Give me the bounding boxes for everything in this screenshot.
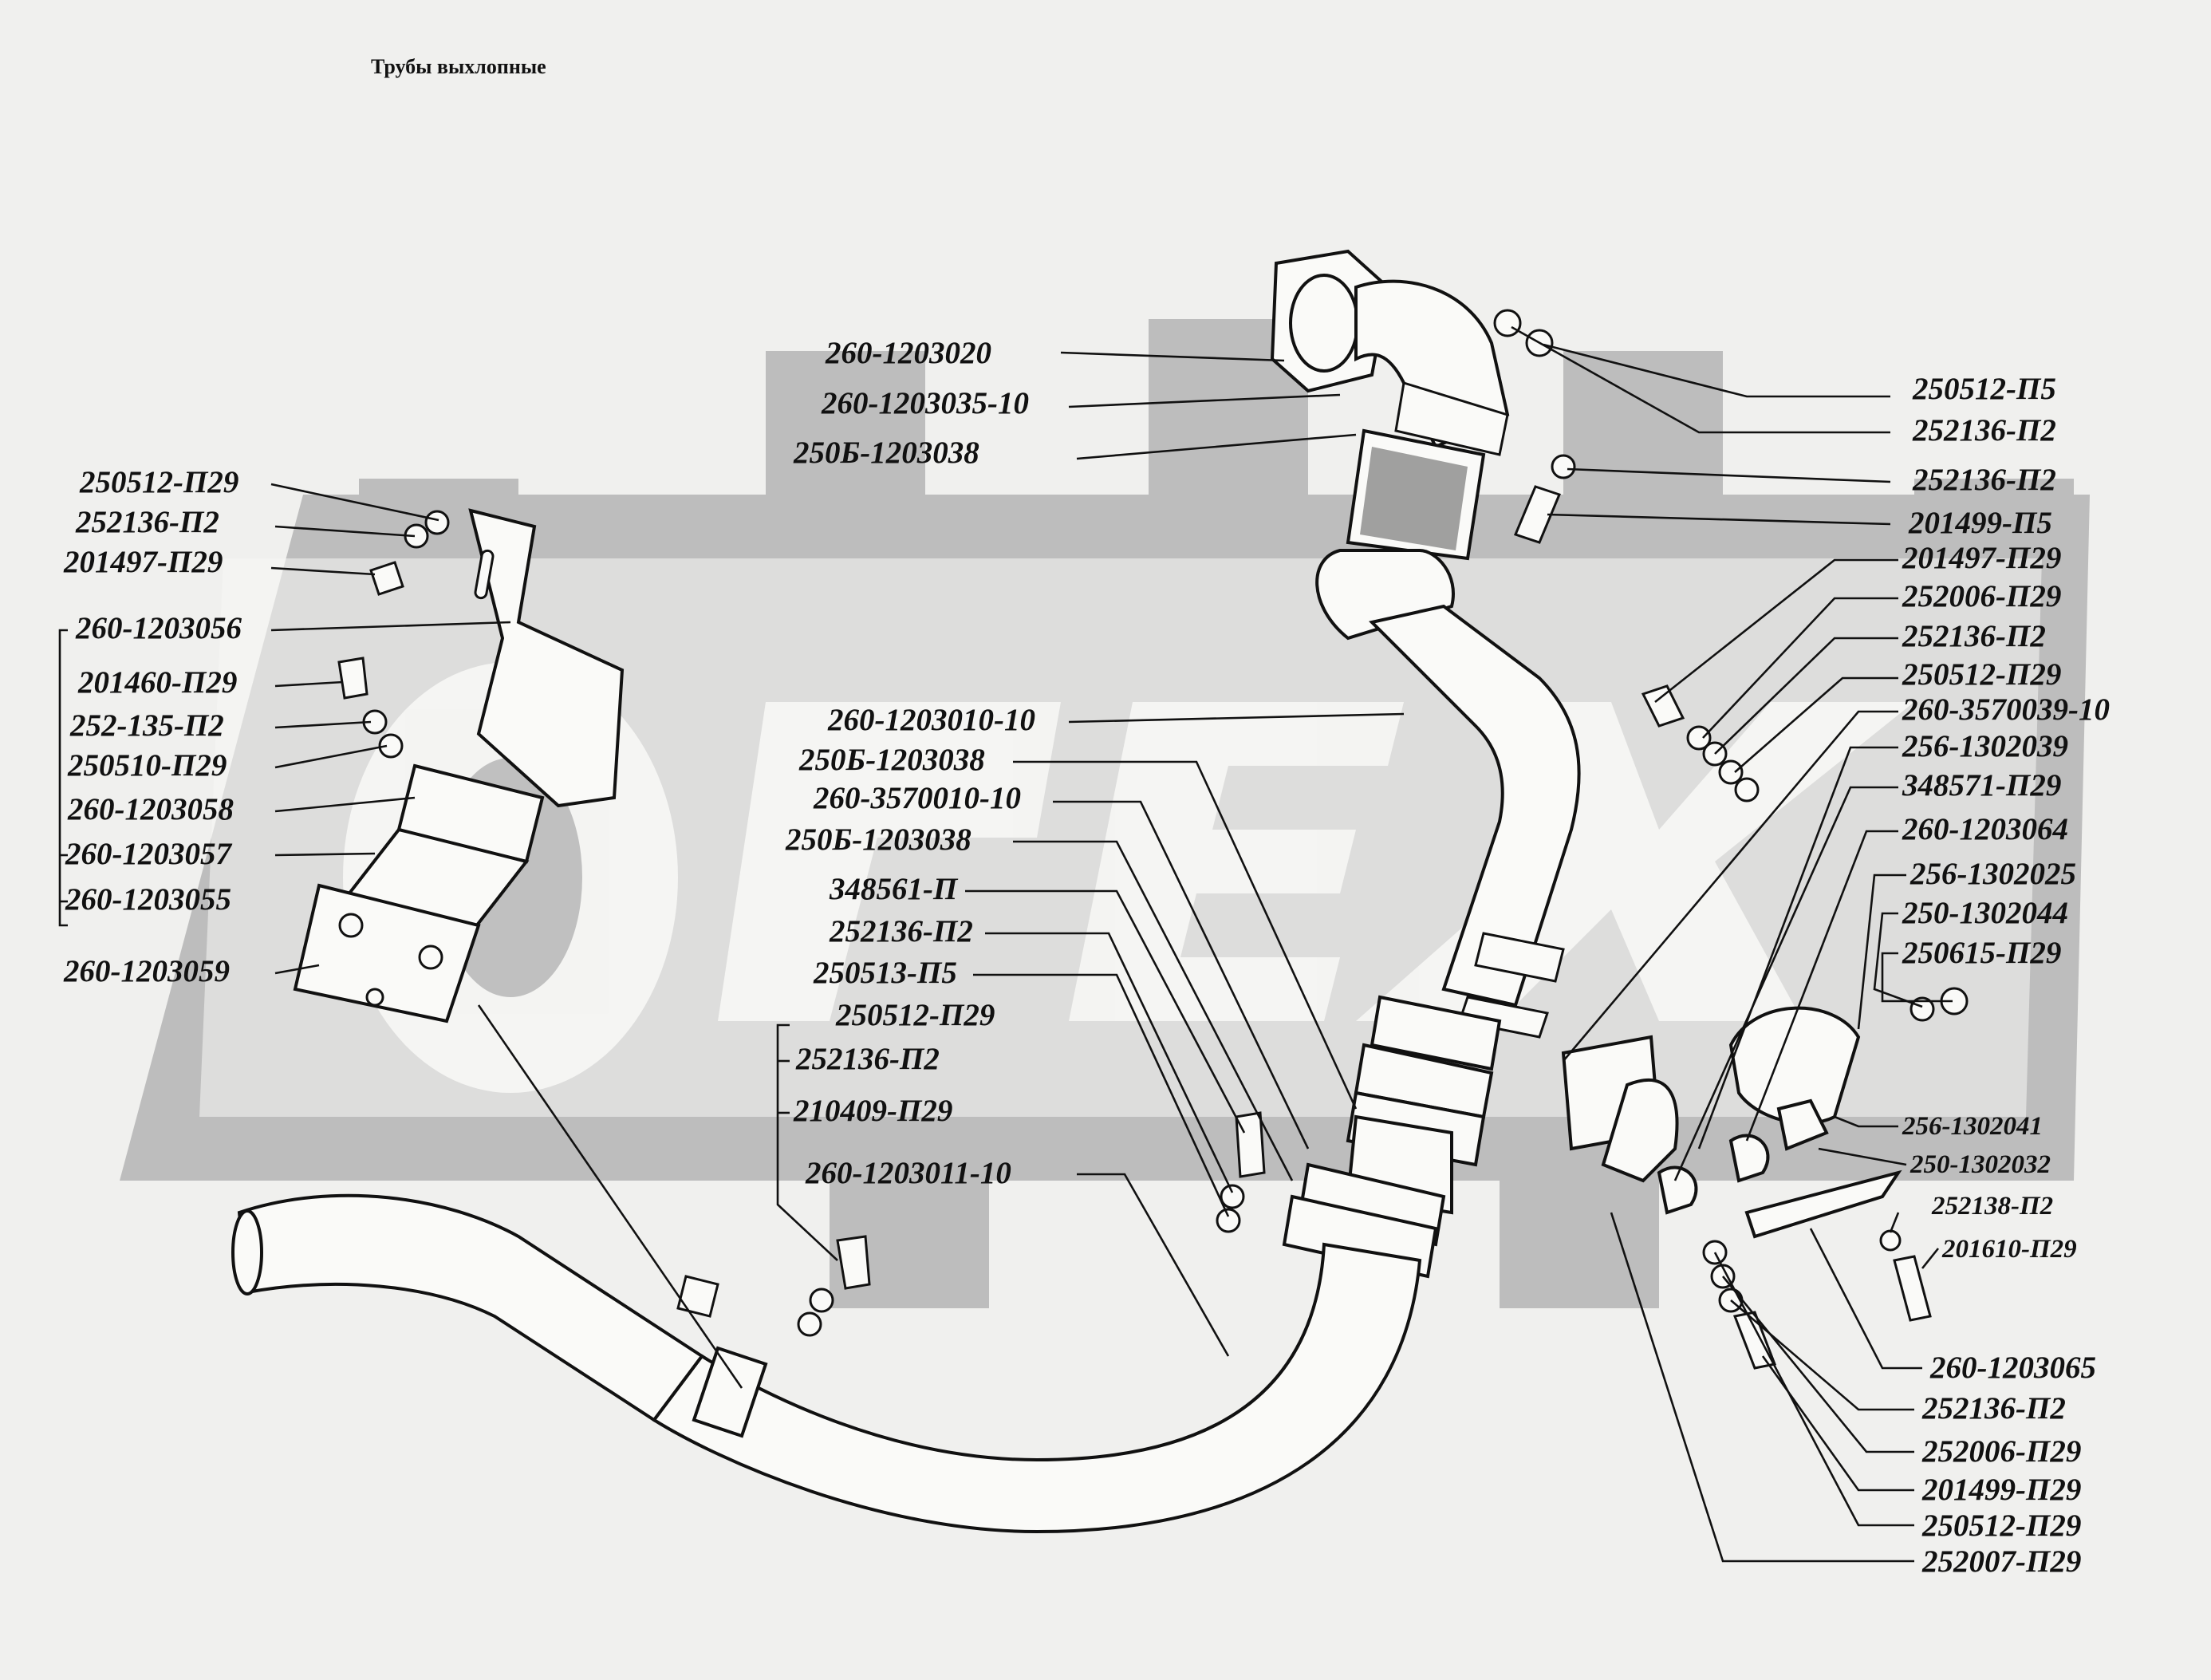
label-252136-P2-center2: 252136-П2 bbox=[795, 1042, 940, 1076]
bolt-201499-P5 bbox=[1513, 485, 1562, 544]
bolt-210409-P29 bbox=[836, 1235, 871, 1290]
label-201497-P29-left: 201497-П29 bbox=[63, 545, 223, 579]
label-252136-P2-center: 252136-П2 bbox=[829, 914, 973, 948]
label-260-1203065: 260-1203065 bbox=[1929, 1351, 2096, 1385]
bolt-348561-P bbox=[1235, 1111, 1266, 1178]
rubber-cushion bbox=[1601, 1079, 1679, 1183]
label-348561-P: 348561-П bbox=[829, 872, 959, 906]
label-250512-P29-lower: 250512-П29 bbox=[1921, 1508, 2081, 1543]
bolt-201610-P29 bbox=[1893, 1255, 1932, 1322]
label-250B-1203038-mid2: 250Б-1203038 bbox=[785, 822, 972, 857]
label-260-1203059: 260-1203059 bbox=[63, 954, 230, 988]
label-256-1302041: 256-1302041 bbox=[1902, 1112, 2043, 1141]
label-250-1302032: 250-1302032 bbox=[1910, 1150, 2051, 1179]
label-260-1203010-10: 260-1203010-10 bbox=[827, 703, 1035, 737]
label-260-1203020: 260-1203020 bbox=[825, 336, 991, 370]
label-260-1203064: 260-1203064 bbox=[1902, 812, 2068, 846]
label-252136-P2-left: 252136-П2 bbox=[75, 505, 219, 539]
label-250510-P29: 250510-П29 bbox=[67, 748, 227, 783]
label-201497-P29-right: 201497-П29 bbox=[1902, 541, 2061, 575]
center-hardware bbox=[797, 1111, 1266, 1337]
lower-flange-1 bbox=[1370, 995, 1502, 1071]
label-250512-P29-right: 250512-П29 bbox=[1902, 657, 2061, 692]
label-252136-P2-lower: 252136-П2 bbox=[1921, 1391, 2066, 1426]
washer-348571-P29 bbox=[1657, 1165, 1698, 1215]
nut-250510-P29 bbox=[378, 733, 404, 759]
label-250615-P29: 250615-П29 bbox=[1902, 936, 2061, 970]
pipe-260-1203011-10 bbox=[652, 1242, 1422, 1534]
label-260-1203011-10: 260-1203011-10 bbox=[805, 1156, 1011, 1190]
flange-bore bbox=[1289, 274, 1359, 373]
elbow-flange bbox=[1394, 381, 1509, 456]
left-bracket-drawing bbox=[293, 508, 625, 1023]
tail-pipe-opening bbox=[231, 1209, 263, 1295]
label-256-1302039: 256-1302039 bbox=[1902, 729, 2068, 763]
label-252006-P29-lower: 252006-П29 bbox=[1921, 1434, 2081, 1469]
label-250-1302044: 250-1302044 bbox=[1902, 896, 2068, 930]
sleeve-256-1302039 bbox=[1728, 1134, 1770, 1183]
exhaust-pipe-drawing bbox=[231, 249, 1581, 1534]
page-title: Трубы выхлопные bbox=[371, 55, 546, 78]
tail-clamp bbox=[692, 1346, 768, 1438]
label-260-1203056: 260-1203056 bbox=[75, 611, 242, 645]
label-252138-P2: 252138-П2 bbox=[1931, 1192, 2053, 1221]
right-mount-drawing bbox=[1561, 684, 1969, 1370]
label-260-1203055: 260-1203055 bbox=[65, 882, 231, 917]
leader-lines bbox=[58, 325, 1953, 1563]
label-252-135-P2: 252-135-П2 bbox=[69, 708, 224, 743]
nut-250512-P29 bbox=[424, 510, 450, 535]
label-201460-P29: 201460-П29 bbox=[77, 665, 237, 700]
bolt-201460-P29 bbox=[337, 657, 368, 700]
label-260-3570039-10: 260-3570039-10 bbox=[1902, 692, 2110, 727]
bracket-260-1203065 bbox=[1744, 1169, 1902, 1239]
label-252007-P29: 252007-П29 bbox=[1921, 1544, 2081, 1579]
label-250512-P5: 250512-П5 bbox=[1912, 372, 2056, 406]
washer-252136-P2-a bbox=[1493, 309, 1522, 337]
tail-pipe bbox=[237, 1193, 704, 1422]
label-201499-P29: 201499-П29 bbox=[1921, 1473, 2081, 1507]
pipe-260-1203010-10 bbox=[1369, 604, 1581, 1008]
label-252136-P2-a: 252136-П2 bbox=[1912, 413, 2056, 448]
label-252006-P29-right: 252006-П29 bbox=[1902, 579, 2061, 613]
label-201610-P29: 201610-П29 bbox=[1941, 1235, 2077, 1264]
label-201499-P5: 201499-П5 bbox=[1908, 506, 2052, 540]
part-labels: 260-1203020 260-1203035-10 250Б-1203038 … bbox=[63, 336, 2110, 1579]
washer-252138-P2 bbox=[1879, 1229, 1902, 1252]
label-250B-1203038-mid1: 250Б-1203038 bbox=[798, 743, 985, 777]
label-260-3570010-10: 260-3570010-10 bbox=[813, 781, 1021, 815]
rubber-buffer-256-1302025 bbox=[1728, 1006, 1861, 1125]
bolt-201497-P29 bbox=[369, 561, 404, 596]
label-256-1302025: 256-1302025 bbox=[1910, 857, 2076, 891]
label-250513-P5: 250513-П5 bbox=[813, 956, 957, 990]
label-260-1203057: 260-1203057 bbox=[65, 837, 232, 871]
label-260-1203058: 260-1203058 bbox=[67, 792, 234, 826]
washer-250615-P29 bbox=[1910, 996, 1935, 1022]
label-250512-P29-left: 250512-П29 bbox=[79, 465, 238, 499]
label-250512-P29-center: 250512-П29 bbox=[835, 998, 995, 1032]
bracket-260-1203056 bbox=[468, 508, 625, 808]
label-210409-P29: 210409-П29 bbox=[793, 1094, 952, 1128]
label-252136-P2-b: 252136-П2 bbox=[1912, 463, 2056, 497]
label-260-1203035-10: 260-1203035-10 bbox=[821, 386, 1029, 420]
label-348571-P29: 348571-П29 bbox=[1902, 768, 2061, 803]
label-250B-1203038-top: 250Б-1203038 bbox=[793, 436, 979, 470]
washer-252136-P2-b bbox=[1551, 454, 1576, 479]
bushing-256-1302041 bbox=[1776, 1098, 1829, 1151]
label-252136-P2-right: 252136-П2 bbox=[1902, 619, 2046, 653]
